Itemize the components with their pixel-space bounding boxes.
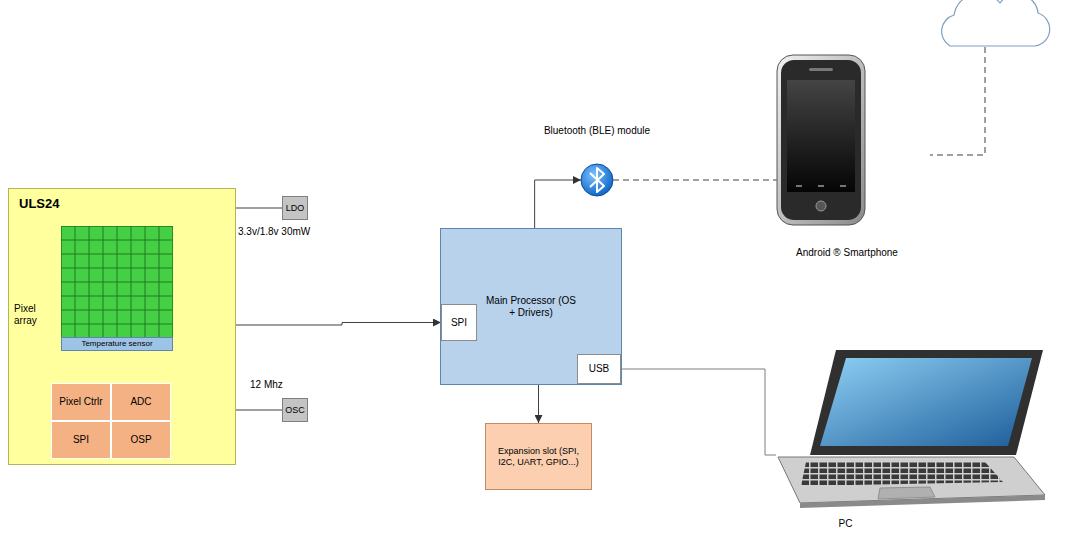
oscillator-box: OSC: [282, 398, 308, 422]
node-label: Main Processor (OS + Drivers): [485, 295, 577, 318]
laptop-keyboard: [801, 462, 1003, 486]
node-label: OSP: [130, 434, 151, 446]
port-box: SPI: [441, 304, 477, 341]
connector-line: [236, 410, 282, 411]
bluetooth-rune: [590, 168, 604, 192]
clock-spec: 12 Mhz: [250, 379, 283, 391]
expansion-box: Expansion slot (SPI, I2C, UART, GPIO...): [485, 423, 592, 490]
laptop-lid: [810, 350, 1043, 455]
laptop-touchpad: [878, 487, 935, 499]
bluetooth-icon: [581, 164, 613, 196]
node-label: USB: [589, 363, 610, 375]
smartphone-illustration: [777, 55, 865, 225]
processor-box: Main Processor (OS + Drivers) SPI USB: [440, 228, 622, 385]
connector-line: [535, 180, 581, 228]
chip-title: ULS24: [19, 197, 59, 212]
pixel-cells: [61, 226, 173, 338]
laptop-base: [778, 457, 1045, 503]
node-label: Expansion slot (SPI, I2C, UART, GPIO...): [493, 446, 585, 467]
function-block: SPI: [51, 421, 111, 459]
pixel-array-grid: [61, 226, 173, 338]
cloud-link: [930, 47, 985, 155]
node-label: SPI: [73, 434, 89, 446]
function-block: OSP: [111, 421, 171, 459]
phone-body: [777, 55, 865, 225]
node-label: PC: [839, 518, 853, 530]
chip-box: ULS24Temperature sensorPixel Ctrlr ADC SPI…: [8, 188, 236, 465]
node-label: Android ® Smartphone: [796, 247, 898, 259]
connector-line: [538, 385, 539, 423]
phone-speaker: [809, 68, 833, 71]
node-label: SPI: [451, 317, 467, 329]
phone-softkeys: [796, 185, 846, 187]
phone-face: [781, 60, 861, 220]
smartphone: Android ® Smartphone: [777, 55, 865, 225]
connector-line: [236, 208, 282, 209]
connector-line: [236, 323, 441, 326]
phone-screen: [787, 80, 855, 192]
laptop-screen: [820, 358, 1032, 446]
component-label: Pixel array: [14, 303, 52, 326]
regulator-box: LDO: [282, 196, 308, 220]
node-label: Temperature sensor: [81, 339, 152, 348]
connector-line: [621, 369, 776, 455]
node-label: OSC: [285, 405, 305, 415]
node-label: LDO: [286, 203, 305, 213]
node-label: Bluetooth (BLE) module: [544, 125, 650, 137]
node-label: ADC: [130, 396, 151, 408]
cloud-symbol: [942, 0, 1050, 46]
bluetooth-module: Bluetooth (BLE) module: [581, 164, 613, 196]
sensor-bar: Temperature sensor: [61, 337, 173, 351]
phone-button: [816, 201, 826, 211]
power-spec: 3.3v/1.8v 30mW: [238, 226, 310, 238]
wireless-link: [613, 179, 777, 181]
laptop-illustration: [778, 350, 1045, 508]
node-label: Pixel Ctrlr: [59, 396, 102, 408]
pc-laptop: PC: [776, 348, 1045, 508]
port-box: USB: [577, 354, 621, 384]
function-block: Pixel Ctrlr: [51, 383, 111, 421]
function-block: ADC: [111, 383, 171, 421]
